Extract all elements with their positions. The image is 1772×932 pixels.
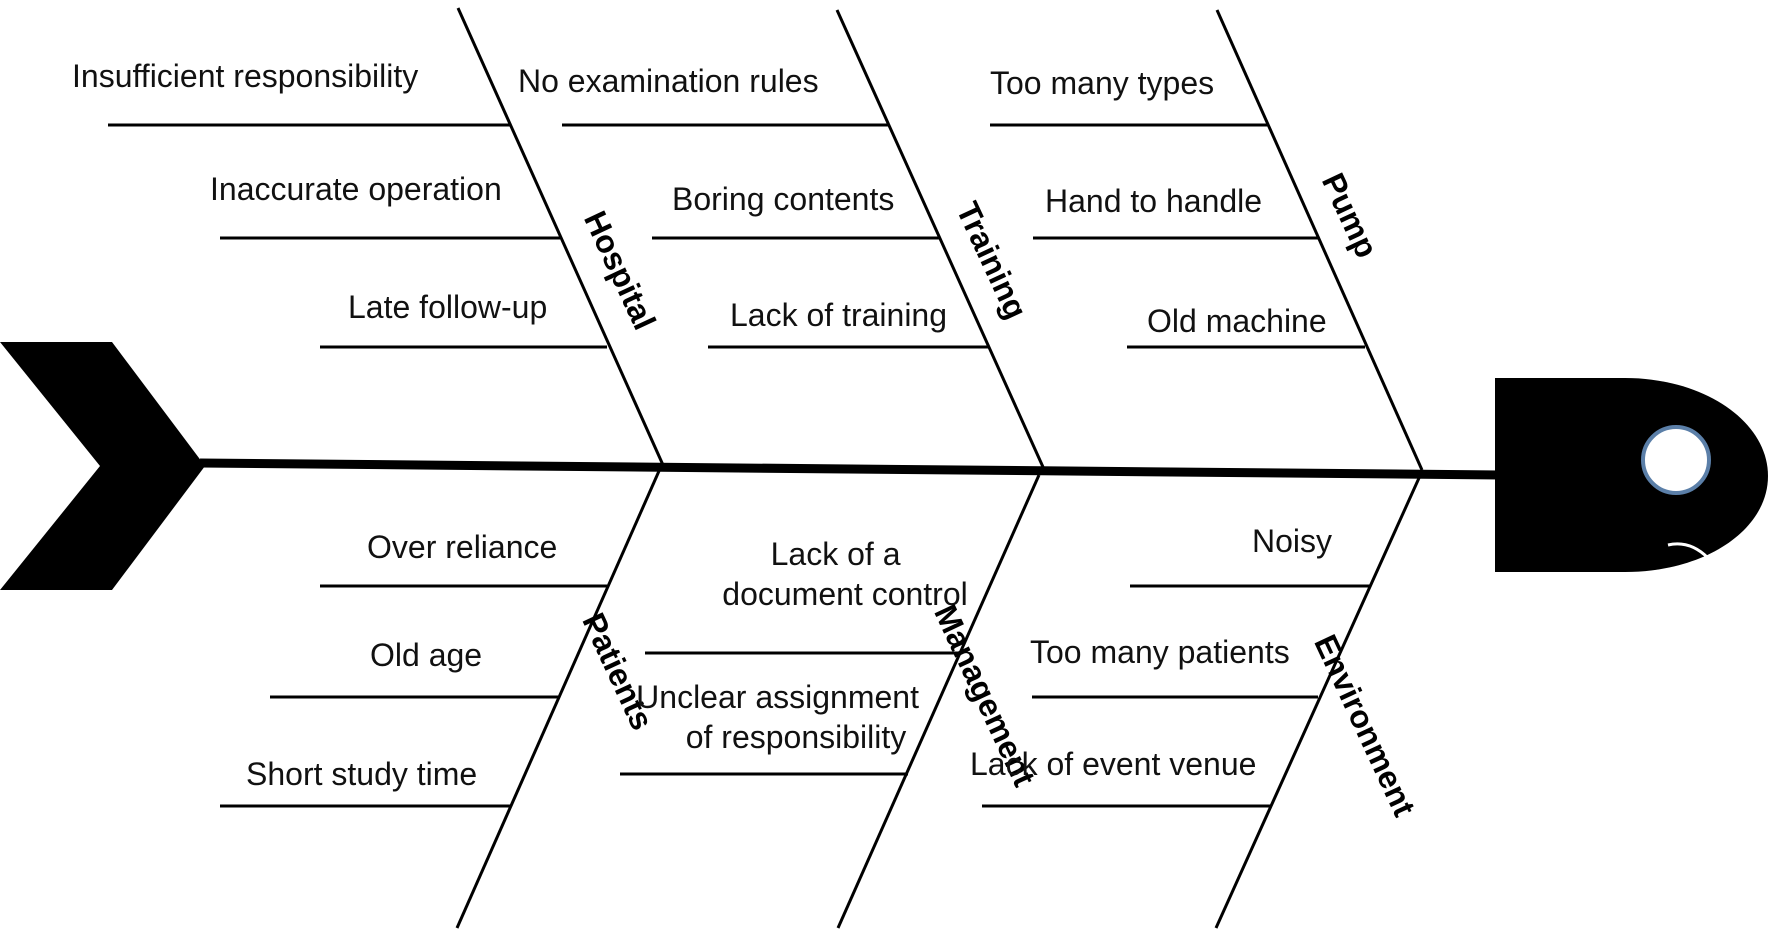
category-label-training: Training <box>949 196 1034 324</box>
category-label-environment: Environment <box>1307 629 1422 822</box>
cause-label: Unclear assignment of responsibility <box>636 679 928 755</box>
cause-line: Unclear assignment <box>636 679 919 715</box>
fish-tail-icon <box>0 342 205 590</box>
cause-label: No examination rules <box>518 63 819 99</box>
cause-label: Too many patients <box>1030 634 1290 670</box>
bone-environment <box>1214 477 1421 929</box>
cause-label: Lack of event venue <box>970 746 1256 782</box>
cause-label: Over reliance <box>367 529 557 565</box>
cause-label: Late follow-up <box>348 289 547 325</box>
cause-line: document control <box>722 576 967 612</box>
cause-label: Too many types <box>990 65 1214 101</box>
fish-eye-icon <box>1641 425 1711 495</box>
bone-pump <box>1215 9 1424 471</box>
cause-label: Hand to handle <box>1045 183 1262 219</box>
category-label-hospital: Hospital <box>577 206 663 336</box>
bone-management <box>836 474 1041 929</box>
cause-label: Lack of a document control <box>722 536 967 612</box>
category-label-patients: Patients <box>575 607 660 735</box>
cause-label: Old machine <box>1147 303 1327 339</box>
category-label-pump: Pump <box>1315 167 1385 263</box>
fish-head-icon <box>1495 378 1768 572</box>
bone-patients <box>455 470 661 929</box>
cause-label: Lack of training <box>730 297 947 333</box>
cause-line: of responsibility <box>686 719 907 755</box>
bone-hospital <box>456 7 665 466</box>
cause-label: Short study time <box>246 756 477 792</box>
cause-line: Lack of a <box>771 536 901 572</box>
cause-label: Noisy <box>1252 523 1332 559</box>
spine <box>199 458 1501 480</box>
cause-label: Insufficient responsibility <box>72 58 418 94</box>
cause-label: Old age <box>370 637 482 673</box>
cause-label: Boring contents <box>672 181 894 217</box>
cause-label: Inaccurate operation <box>210 171 502 207</box>
fish-mouth <box>1667 542 1710 560</box>
